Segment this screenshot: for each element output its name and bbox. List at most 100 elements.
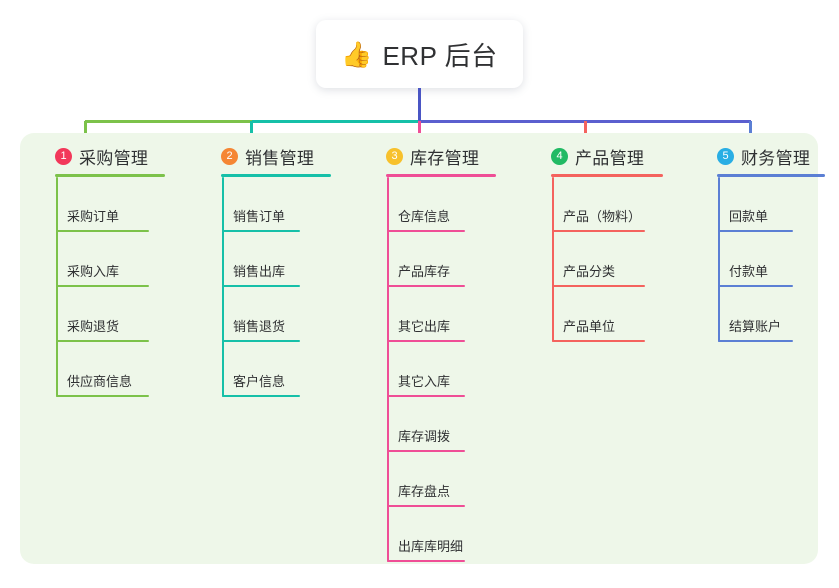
branch-header-4[interactable]: 4 产品管理 [533,143,663,170]
branch-title-1: 采购管理 [79,149,149,168]
branch-item-underline [552,230,645,232]
branch-item[interactable]: 库存盘点 [368,452,496,507]
branch-item[interactable]: 仓库信息 [368,177,496,232]
branch-item-underline [387,450,465,452]
branch-item-underline [387,230,465,232]
branch-item[interactable]: 供应商信息 [37,342,165,397]
branch-item-label: 产品（物料） [563,209,642,224]
branch-item-underline [718,230,793,232]
branch-item-label: 销售退货 [233,319,286,334]
branch-items-3: 仓库信息产品库存其它出库其它入库库存调拨库存盘点出库库明细 [368,177,496,562]
branch-item-label: 库存盘点 [398,484,451,499]
branch-items-2: 销售订单销售出库销售退货客户信息 [203,177,331,397]
branch-item[interactable]: 出库库明细 [368,507,496,562]
branch-spine-3 [387,177,389,562]
branch-item-underline [387,395,465,397]
branch-item-label: 客户信息 [233,374,286,389]
branch-underline-2 [221,174,331,177]
branch-item-underline [387,505,465,507]
branch-item-underline [387,560,465,562]
branch-item[interactable]: 结算账户 [699,287,825,342]
thumbs-up-icon: 👍 [341,40,373,69]
branch-title-5: 财务管理 [741,149,811,168]
branch-title-2: 销售管理 [245,149,315,168]
branch-item-label: 产品单位 [563,319,616,334]
branch-item-label: 回款单 [729,209,769,224]
branch-item-underline [552,340,645,342]
branch-badge-5: 5 [717,148,734,165]
branch-header-5[interactable]: 5 财务管理 [699,143,825,170]
branch-item-underline [387,285,465,287]
branch-item-label: 其它入库 [398,374,451,389]
branch-item[interactable]: 付款单 [699,232,825,287]
branch-underline-4 [551,174,663,177]
root-node[interactable]: 👍 ERP 后台 [316,20,523,88]
branch-item-underline [222,230,300,232]
branch-item-label: 产品库存 [398,264,451,279]
branch-underline-3 [386,174,496,177]
branch-panel [20,133,818,564]
branch-badge-2: 2 [221,148,238,165]
branch-item-underline [718,285,793,287]
branch-item-label: 采购退货 [67,319,120,334]
branch-item[interactable]: 回款单 [699,177,825,232]
branch-badge-4: 4 [551,148,568,165]
branch-item-underline [718,340,793,342]
branch-header-1[interactable]: 1 采购管理 [37,143,165,170]
branch-item-label: 出库库明细 [398,539,464,554]
branch-item-label: 采购入库 [67,264,120,279]
branch-item-underline [552,285,645,287]
branch-column-5: 5 财务管理回款单付款单结算账户 [699,143,825,342]
branch-item[interactable]: 产品库存 [368,232,496,287]
branch-item[interactable]: 销售订单 [203,177,331,232]
branch-item-label: 供应商信息 [67,374,133,389]
branch-item-label: 产品分类 [563,264,616,279]
branch-item[interactable]: 客户信息 [203,342,331,397]
branch-column-4: 4 产品管理产品（物料） 产品分类产品单位 [533,143,663,342]
branch-spine-1 [56,177,58,397]
branch-item[interactable]: 产品分类 [533,232,663,287]
branch-title-3: 库存管理 [410,149,480,168]
branch-item[interactable]: 库存调拨 [368,397,496,452]
branch-badge-1: 1 [55,148,72,165]
branch-item-underline [222,340,300,342]
branch-title-4: 产品管理 [575,149,645,168]
branch-spine-2 [222,177,224,397]
branch-item-underline [222,285,300,287]
branch-item[interactable]: 采购订单 [37,177,165,232]
branch-item-label: 付款单 [729,264,769,279]
branch-item[interactable]: 销售出库 [203,232,331,287]
branch-item-underline [56,395,149,397]
branch-column-1: 1 采购管理采购订单采购入库采购退货供应商信息 [37,143,165,397]
branch-item-label: 仓库信息 [398,209,451,224]
branch-items-4: 产品（物料） 产品分类产品单位 [533,177,663,342]
branch-header-2[interactable]: 2 销售管理 [203,143,331,170]
branch-underline-5 [717,174,825,177]
branch-item-underline [56,285,149,287]
branch-item[interactable]: 采购退货 [37,287,165,342]
branch-item[interactable]: 其它入库 [368,342,496,397]
branch-item[interactable]: 销售退货 [203,287,331,342]
branch-item[interactable]: 产品单位 [533,287,663,342]
branch-item-label: 采购订单 [67,209,120,224]
branch-item[interactable]: 其它出库 [368,287,496,342]
branch-item[interactable]: 采购入库 [37,232,165,287]
branch-spine-5 [718,177,720,342]
branch-item-label: 库存调拨 [398,429,451,444]
root-title: ERP 后台 [382,40,498,71]
branch-item-label: 结算账户 [729,319,782,334]
branch-item-label: 销售出库 [233,264,286,279]
branch-item[interactable]: 产品（物料） [533,177,663,232]
branch-underline-1 [55,174,165,177]
branch-item-label: 销售订单 [233,209,286,224]
branch-item-label: 其它出库 [398,319,451,334]
branch-item-underline [56,340,149,342]
branch-item-underline [56,230,149,232]
branch-items-5: 回款单付款单结算账户 [699,177,825,342]
branch-items-1: 采购订单采购入库采购退货供应商信息 [37,177,165,397]
branch-item-underline [222,395,300,397]
branch-spine-4 [552,177,554,342]
